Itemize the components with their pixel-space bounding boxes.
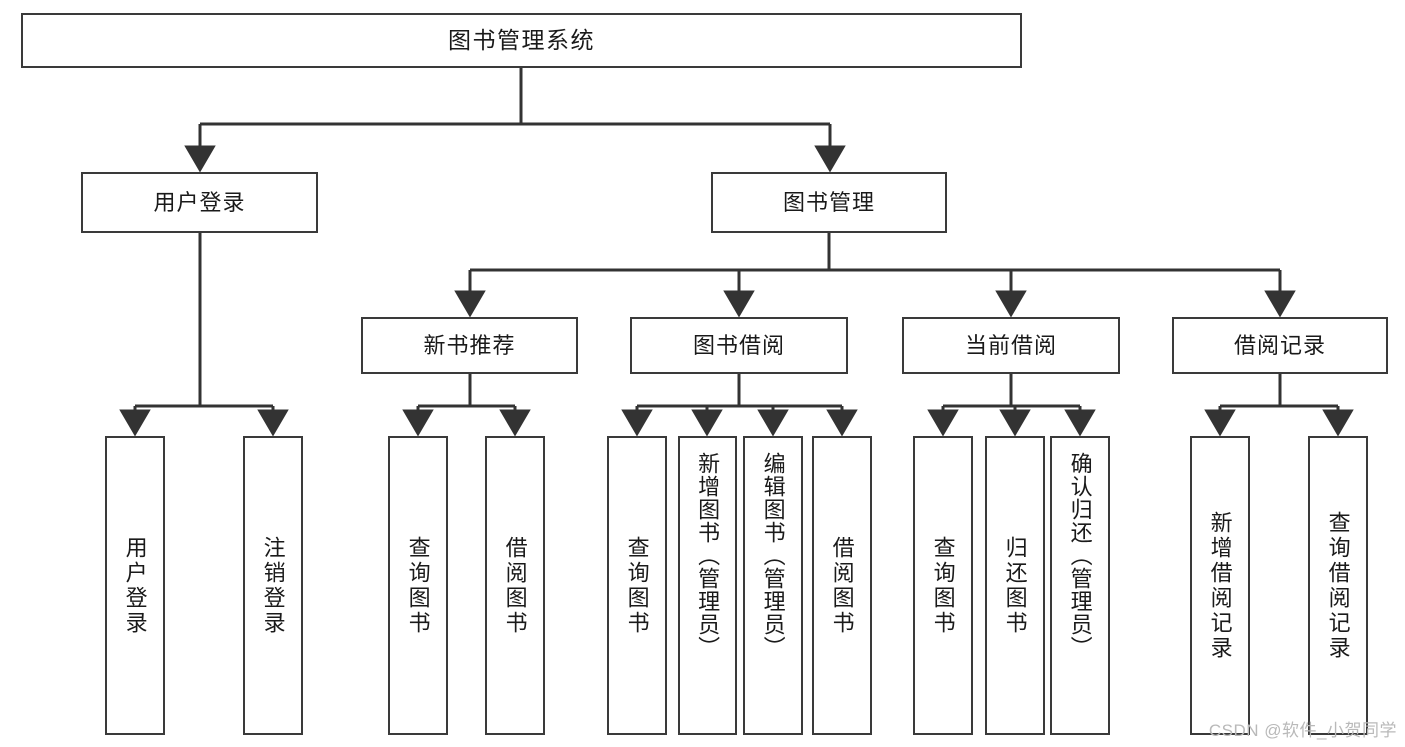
node-leaf-logout-label: 注销登录 bbox=[260, 535, 286, 636]
node-borrow-record[interactable]: 借阅记录 bbox=[1172, 317, 1388, 374]
node-leaf-query-record[interactable]: 查询借阅记录 bbox=[1308, 436, 1368, 735]
node-root[interactable]: 图书管理系统 bbox=[21, 13, 1022, 68]
node-leaf-logout[interactable]: 注销登录 bbox=[243, 436, 303, 735]
node-leaf-borrow-book-1-label: 借阅图书 bbox=[502, 535, 528, 636]
csdn-watermark: CSDN @软件_小贺同学 bbox=[1208, 721, 1397, 740]
node-leaf-add-record-label: 新增借阅记录 bbox=[1207, 510, 1233, 661]
node-current-borrow-label: 当前借阅 bbox=[964, 332, 1057, 358]
node-book-borrow[interactable]: 图书借阅 bbox=[630, 317, 848, 374]
node-book-manage[interactable]: 图书管理 bbox=[711, 172, 947, 233]
node-leaf-query-book-1[interactable]: 查询图书 bbox=[388, 436, 448, 735]
node-user-login-label: 用户登录 bbox=[153, 189, 246, 215]
node-book-borrow-label: 图书借阅 bbox=[692, 332, 785, 358]
node-root-label: 图书管理系统 bbox=[448, 26, 595, 53]
node-leaf-query-book-2[interactable]: 查询图书 bbox=[607, 436, 667, 735]
node-leaf-add-book-label: 新增图书（管理员） bbox=[695, 452, 721, 659]
node-leaf-user-login-label: 用户登录 bbox=[122, 535, 148, 636]
node-leaf-user-login[interactable]: 用户登录 bbox=[105, 436, 165, 735]
node-leaf-borrow-book-2[interactable]: 借阅图书 bbox=[812, 436, 872, 735]
node-leaf-edit-book[interactable]: 编辑图书（管理员） bbox=[743, 436, 803, 735]
node-leaf-return-book[interactable]: 归还图书 bbox=[985, 436, 1045, 735]
node-leaf-query-book-3[interactable]: 查询图书 bbox=[913, 436, 973, 735]
node-leaf-confirm-return[interactable]: 确认归还（管理员） bbox=[1050, 436, 1110, 735]
node-leaf-borrow-book-1[interactable]: 借阅图书 bbox=[485, 436, 545, 735]
node-borrow-record-label: 借阅记录 bbox=[1233, 332, 1326, 358]
node-book-manage-label: 图书管理 bbox=[782, 189, 875, 215]
node-leaf-query-record-label: 查询借阅记录 bbox=[1325, 510, 1351, 661]
node-leaf-query-book-1-label: 查询图书 bbox=[405, 535, 431, 636]
node-leaf-add-book[interactable]: 新增图书（管理员） bbox=[678, 436, 737, 735]
node-user-login[interactable]: 用户登录 bbox=[81, 172, 318, 233]
node-leaf-query-book-2-label: 查询图书 bbox=[624, 535, 650, 636]
node-leaf-edit-book-label: 编辑图书（管理员） bbox=[760, 452, 786, 659]
node-leaf-confirm-return-label: 确认归还（管理员） bbox=[1067, 452, 1093, 659]
node-new-book-rec[interactable]: 新书推荐 bbox=[361, 317, 578, 374]
node-current-borrow[interactable]: 当前借阅 bbox=[902, 317, 1120, 374]
node-leaf-borrow-book-2-label: 借阅图书 bbox=[829, 535, 855, 636]
node-leaf-query-book-3-label: 查询图书 bbox=[930, 535, 956, 636]
node-leaf-add-record[interactable]: 新增借阅记录 bbox=[1190, 436, 1250, 735]
node-leaf-return-book-label: 归还图书 bbox=[1002, 535, 1028, 636]
node-new-book-rec-label: 新书推荐 bbox=[423, 332, 516, 358]
